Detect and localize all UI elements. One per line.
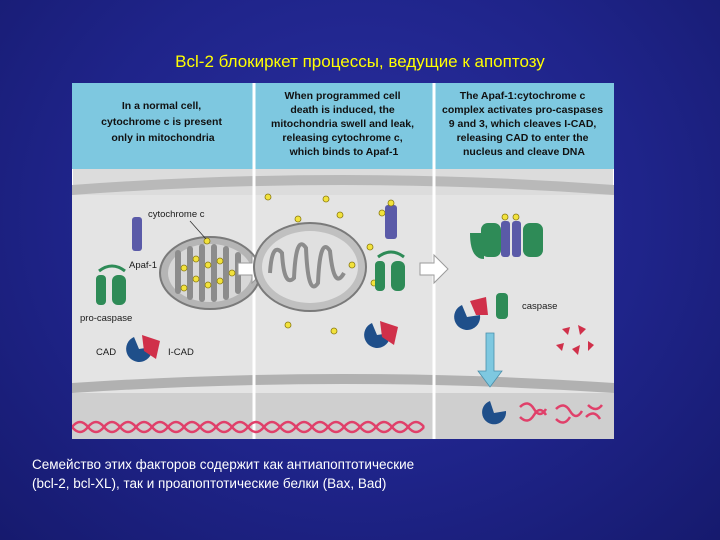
cleaved-dna-fragments (519, 402, 603, 424)
panel-2-line: death is induced, the (290, 104, 395, 116)
mitochondrion-normal (159, 236, 261, 310)
mitochondrion-swollen (253, 222, 367, 312)
caption-line: Семейство этих факторов содержит как ант… (32, 457, 415, 472)
icad-fragments (556, 325, 594, 355)
panel-3-line: 9 and 3, which cleaves I-CAD, (449, 118, 597, 130)
panel-2-text: When programmed cell death is induced, t… (271, 90, 417, 158)
label-caspase: caspase (522, 301, 557, 312)
panel-3-line: nucleus and cleave DNA (463, 146, 585, 158)
slide-caption: Семейство этих факторов содержит как ант… (32, 455, 692, 493)
cad-icad-complex (364, 321, 398, 348)
panel-2-line: which binds to Apaf-1 (289, 146, 399, 158)
active-caspase (454, 293, 508, 330)
panel-3-line: releasing CAD to enter the (457, 132, 589, 144)
procaspase-protein (96, 264, 126, 305)
panel-3-text: The Apaf-1:cytochrome c complex activate… (442, 90, 606, 158)
apaf1-protein (132, 217, 142, 251)
cad-icad-complex (126, 335, 160, 362)
panel-2-line: mitochondria swell and leak, (271, 118, 414, 130)
label-icad: I-CAD (168, 347, 194, 358)
arrow-cad-to-nucleus (477, 332, 503, 388)
panel-1-line: only in mitochondria (111, 132, 214, 144)
apoptosis-diagram: In a normal cell, cytochrome c is presen… (72, 83, 614, 439)
nuclear-membrane (72, 374, 614, 393)
released-cytochrome-c (264, 193, 386, 335)
panel-1-line: cytochrome c is present (101, 116, 222, 128)
panel-3-line: complex activates pro-caspases (442, 104, 603, 116)
cell-membrane (72, 175, 614, 195)
apaf1-protein (385, 205, 397, 239)
label-apaf1: Apaf-1 (129, 260, 157, 271)
caption-line: (bcl-2, bcl-XL), так и проапоптотические… (32, 476, 387, 491)
label-procaspase: pro-caspase (80, 313, 132, 324)
panel-2-line: releasing cytochrome c, (282, 132, 402, 144)
arrow-step-2 (419, 253, 449, 285)
panel-1-line: In a normal cell, (122, 100, 201, 112)
apoptosome-complex (470, 213, 543, 259)
label-cad: CAD (96, 347, 116, 358)
panel-header-band (72, 83, 614, 169)
panel-3-line: The Apaf-1:cytochrome c (460, 90, 586, 102)
cytochrome-c-dots (180, 237, 236, 292)
cad-in-nucleus (482, 401, 507, 425)
panel-2-line: When programmed cell (284, 90, 400, 102)
panel-1-text: In a normal cell, cytochrome c is presen… (101, 100, 225, 144)
slide-title: Bcl-2 блокиркет процессы, ведущие к апоп… (175, 52, 545, 71)
dna-strand (72, 420, 425, 434)
label-cytochrome: cytochrome c (148, 209, 205, 220)
procaspase-protein (375, 250, 405, 291)
